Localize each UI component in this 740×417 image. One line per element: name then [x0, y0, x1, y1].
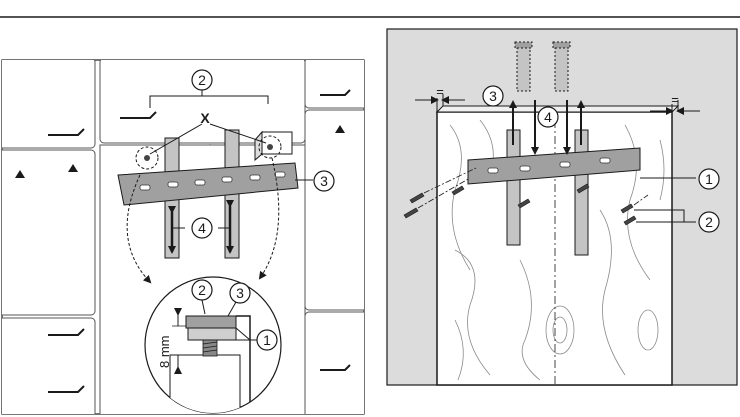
- callout-2: 2: [192, 70, 212, 90]
- svg-text:2: 2: [705, 214, 713, 230]
- svg-text:3: 3: [320, 173, 328, 189]
- detail-dimension-label: 8 mm: [157, 336, 172, 369]
- callout-4: 4: [538, 107, 558, 127]
- svg-text:1: 1: [705, 171, 713, 187]
- svg-text:4: 4: [198, 220, 206, 236]
- detail-callout-1: 1: [257, 330, 277, 350]
- equal-mark-right: =: [671, 92, 679, 107]
- callout-3: 3: [483, 86, 503, 106]
- right-figure: = = 3 4 1 2: [387, 29, 737, 385]
- callout-x: X: [200, 110, 210, 126]
- callout-2: 2: [699, 212, 719, 232]
- svg-text:4: 4: [544, 109, 552, 125]
- left-figure: 8 mm 2 X 3 4 2 3 1: [0, 58, 375, 417]
- callout-4: 4: [192, 218, 212, 238]
- svg-text:3: 3: [489, 88, 497, 104]
- svg-text:2: 2: [198, 72, 206, 88]
- equal-mark-left: =: [436, 84, 444, 99]
- detail-callout-2: 2: [192, 280, 212, 300]
- svg-text:3: 3: [236, 285, 244, 301]
- svg-text:2: 2: [198, 282, 206, 298]
- callout-3: 3: [314, 171, 334, 191]
- svg-text:1: 1: [263, 332, 271, 348]
- detail-callout-3: 3: [230, 283, 250, 303]
- door-edge: [437, 106, 678, 112]
- callout-1: 1: [699, 169, 719, 189]
